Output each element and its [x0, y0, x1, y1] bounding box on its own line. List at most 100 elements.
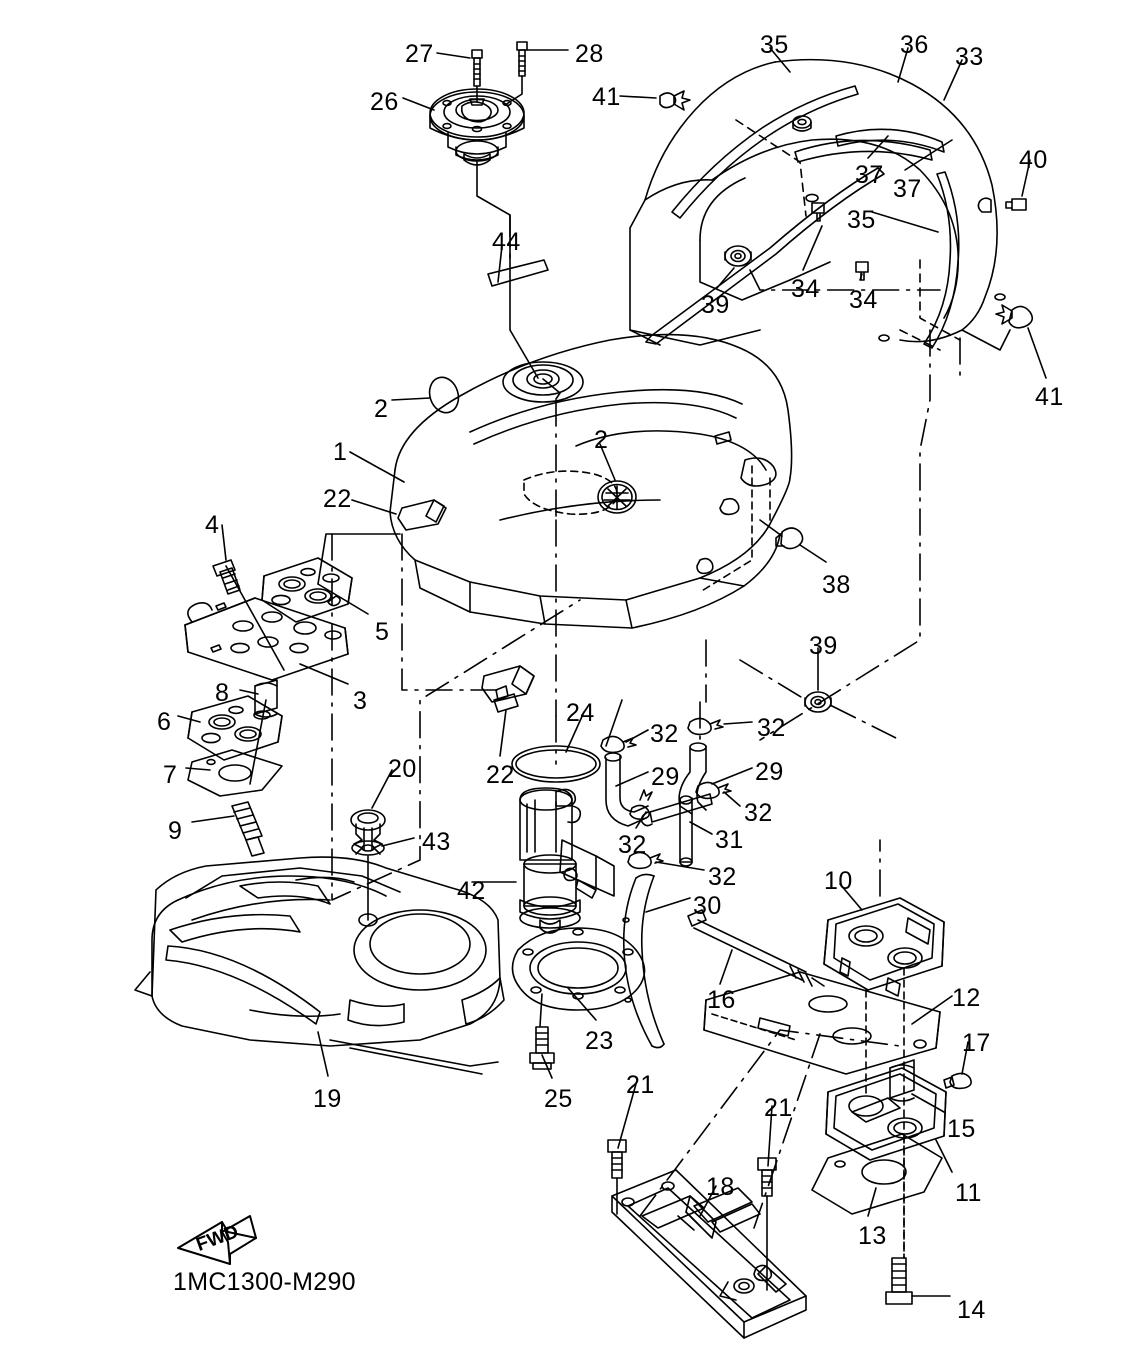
leader-16: [719, 949, 733, 985]
callout-20: 20: [388, 755, 417, 783]
leader-18: [699, 1185, 717, 1217]
leader-11: [935, 1139, 953, 1173]
leader-24: [565, 711, 585, 753]
callout-13: 13: [858, 1222, 887, 1250]
callout-44: 44: [492, 228, 521, 256]
callout-35-a: 35: [760, 31, 789, 59]
leader-22a: [351, 499, 397, 515]
construct-br-1: [639, 1029, 901, 1217]
construction-line-right: [759, 329, 931, 741]
leader-12: [911, 995, 953, 1025]
leader-38b: [759, 519, 783, 537]
callout-35-b: 35: [847, 206, 876, 234]
leader-9: [191, 815, 235, 823]
callout-34-a: 34: [791, 275, 820, 303]
callout-42: 42: [457, 877, 486, 905]
leader-36: [897, 47, 909, 83]
callout-31: 31: [715, 826, 744, 854]
callout-27: 27: [405, 40, 434, 68]
leader-35b: [871, 211, 939, 233]
construct-32a: [605, 699, 623, 747]
leader-20: [371, 769, 393, 809]
construct-br-2: [753, 1033, 821, 1229]
left-bracket-assembly: [184, 557, 353, 857]
leader-29b: [711, 767, 753, 785]
callout-28: 28: [575, 40, 604, 68]
leader-13: [867, 1187, 877, 1217]
leader-37b: [904, 139, 953, 171]
leader-35a: [769, 47, 791, 73]
leader-34a: [802, 225, 823, 271]
diagram-part-number: 1MC1300-M290: [173, 1268, 356, 1296]
bolt-27: [471, 49, 483, 102]
construction-line-left: [331, 533, 581, 901]
callout-4: 4: [205, 511, 220, 539]
callout-33: 33: [955, 43, 984, 71]
callout-5: 5: [375, 618, 390, 646]
leader-4: [221, 524, 227, 561]
leader-8: [239, 689, 259, 695]
callout-15: 15: [947, 1115, 976, 1143]
callout-17: 17: [962, 1029, 991, 1057]
callout-23: 23: [585, 1027, 614, 1055]
fwd-arrow: [177, 1215, 257, 1265]
leader-38: [799, 544, 827, 563]
callout-12: 12: [952, 984, 981, 1012]
callout-14: 14: [957, 1296, 986, 1324]
part-23-retainer: [511, 927, 646, 1011]
callout-29-b: 29: [755, 758, 784, 786]
callout-22-a: 22: [323, 485, 352, 513]
callout-40: 40: [1019, 146, 1048, 174]
part-44-strip: [487, 259, 549, 287]
callout-11: 11: [955, 1179, 982, 1207]
callout-24: 24: [566, 699, 595, 727]
leader-32d: [635, 811, 647, 829]
callout-19: 19: [313, 1085, 342, 1113]
leader-4b: [225, 565, 285, 671]
callout-21-a: 21: [626, 1071, 655, 1099]
leader-39a: [716, 267, 735, 289]
callout-38: 38: [822, 571, 851, 599]
callout-18: 18: [706, 1173, 735, 1201]
leader-2b: [599, 443, 616, 481]
leader-25b: [539, 993, 543, 1027]
callout-3: 3: [353, 687, 368, 715]
callout-10: 10: [824, 867, 853, 895]
leader-25: [541, 1054, 553, 1079]
leader-40: [1021, 159, 1031, 197]
callout-32-b: 32: [757, 714, 786, 742]
callout-9: 9: [168, 817, 183, 845]
callout-25: 25: [544, 1085, 573, 1113]
leader-33: [943, 59, 963, 101]
callout-32-e: 32: [708, 863, 737, 891]
part-20-and-43: [350, 809, 386, 921]
leader-1: [349, 451, 405, 483]
callout-1: 1: [333, 438, 348, 466]
callout-7: 7: [163, 761, 178, 789]
leader-32e: [655, 861, 705, 871]
callout-6: 6: [157, 708, 172, 736]
callout-41-bottom: 41: [1035, 383, 1064, 411]
leader-30: [645, 897, 691, 913]
callout-37-a: 37: [855, 161, 884, 189]
callout-32-c: 32: [744, 799, 773, 827]
callout-37-b: 37: [893, 175, 922, 203]
callout-32-a: 32: [650, 720, 679, 748]
leader-3: [299, 663, 349, 685]
right-mount-assembly: [607, 897, 972, 1339]
leader-19: [317, 1031, 329, 1077]
callout-36: 36: [900, 31, 929, 59]
callout-32-d: 32: [618, 831, 647, 859]
leader-17: [961, 1041, 969, 1075]
callout-43: 43: [422, 828, 451, 856]
leader-15: [911, 1093, 945, 1113]
leader-41t: [619, 95, 657, 99]
part-39-grommet-b: [804, 691, 832, 713]
part-22b-clip: [481, 665, 535, 713]
callout-8: 8: [215, 679, 230, 707]
tank-cover-assembly: [629, 58, 1034, 351]
leader-5: [317, 583, 369, 615]
leader-21a: [617, 1083, 637, 1149]
